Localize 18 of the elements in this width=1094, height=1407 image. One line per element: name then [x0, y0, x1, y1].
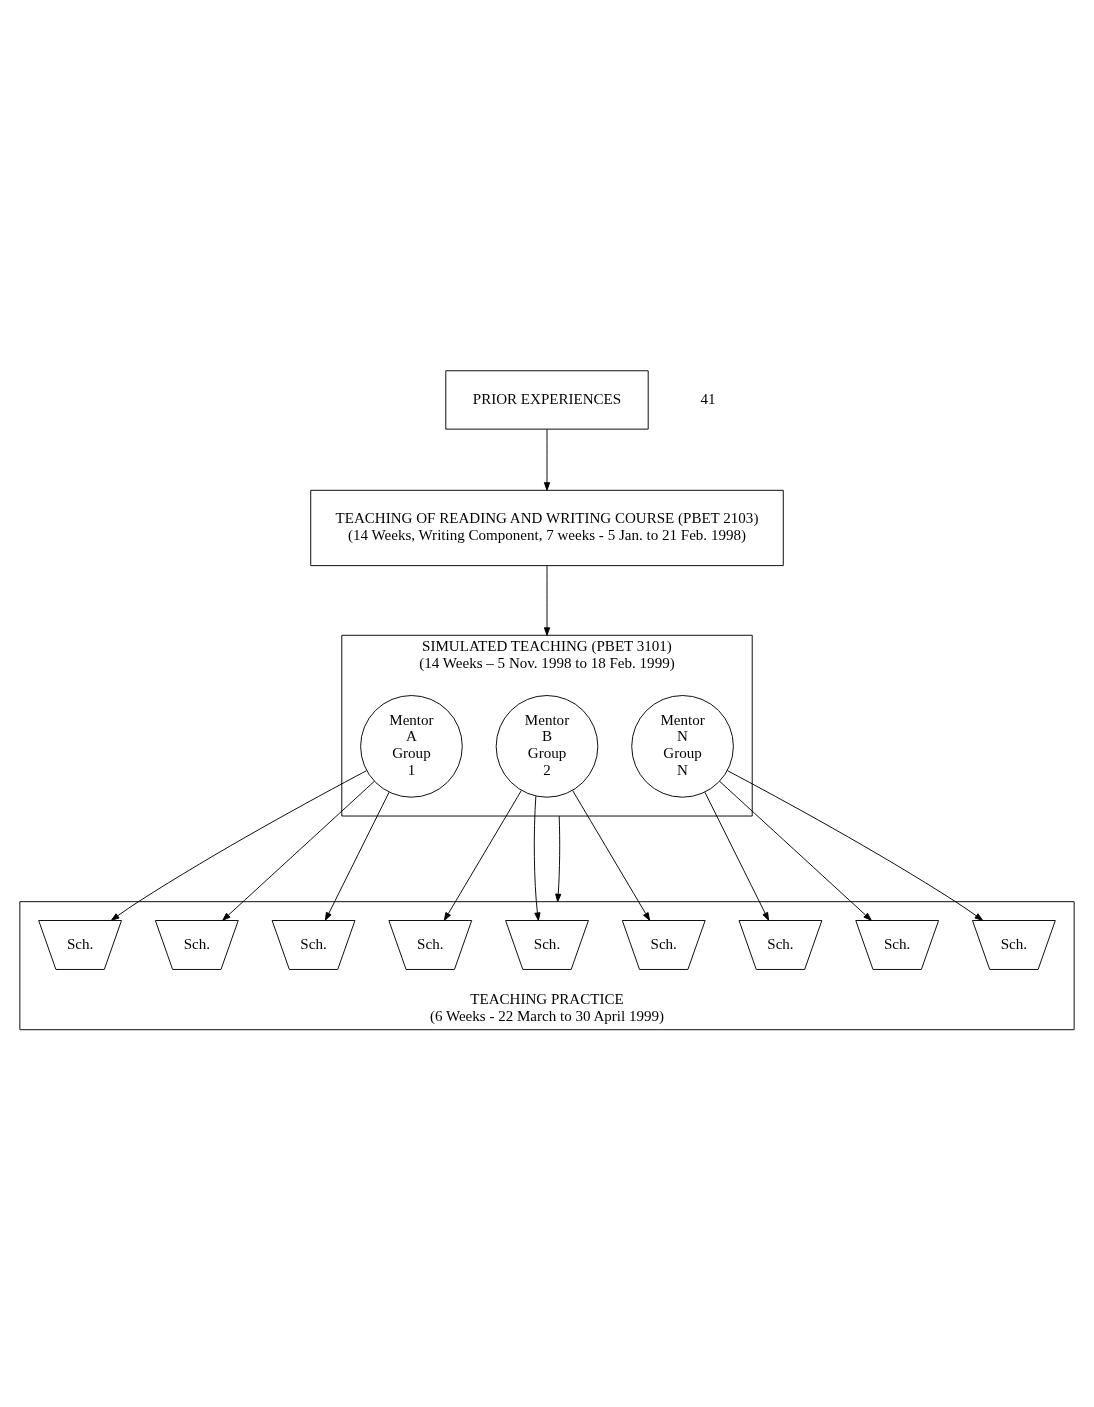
arrow [543, 428, 551, 491]
arrow [543, 564, 551, 636]
label: 41 [700, 390, 716, 407]
node-circle: Mentor A Group 1 [360, 694, 463, 798]
node-box: TEACHING OF READING AND WRITING COURSE (PBET 2103) (14 Weeks, Writing Component, 7 weeks - 5 Jan. to 21 Feb. 1998) [310, 489, 784, 566]
node-box: PRIOR EXPERIENCES [445, 369, 649, 430]
node-circle: Mentor B Group 2 [495, 694, 599, 798]
arrow [719, 780, 872, 921]
arrow [555, 815, 562, 902]
arrow [726, 769, 984, 921]
arrow [222, 780, 375, 921]
arrow [533, 795, 541, 921]
node-circle: Mentor N Group N [631, 694, 734, 798]
arrow [572, 789, 651, 921]
arrow [324, 791, 390, 921]
arrow [443, 789, 522, 921]
arrow [704, 791, 770, 921]
arrow [110, 769, 368, 921]
